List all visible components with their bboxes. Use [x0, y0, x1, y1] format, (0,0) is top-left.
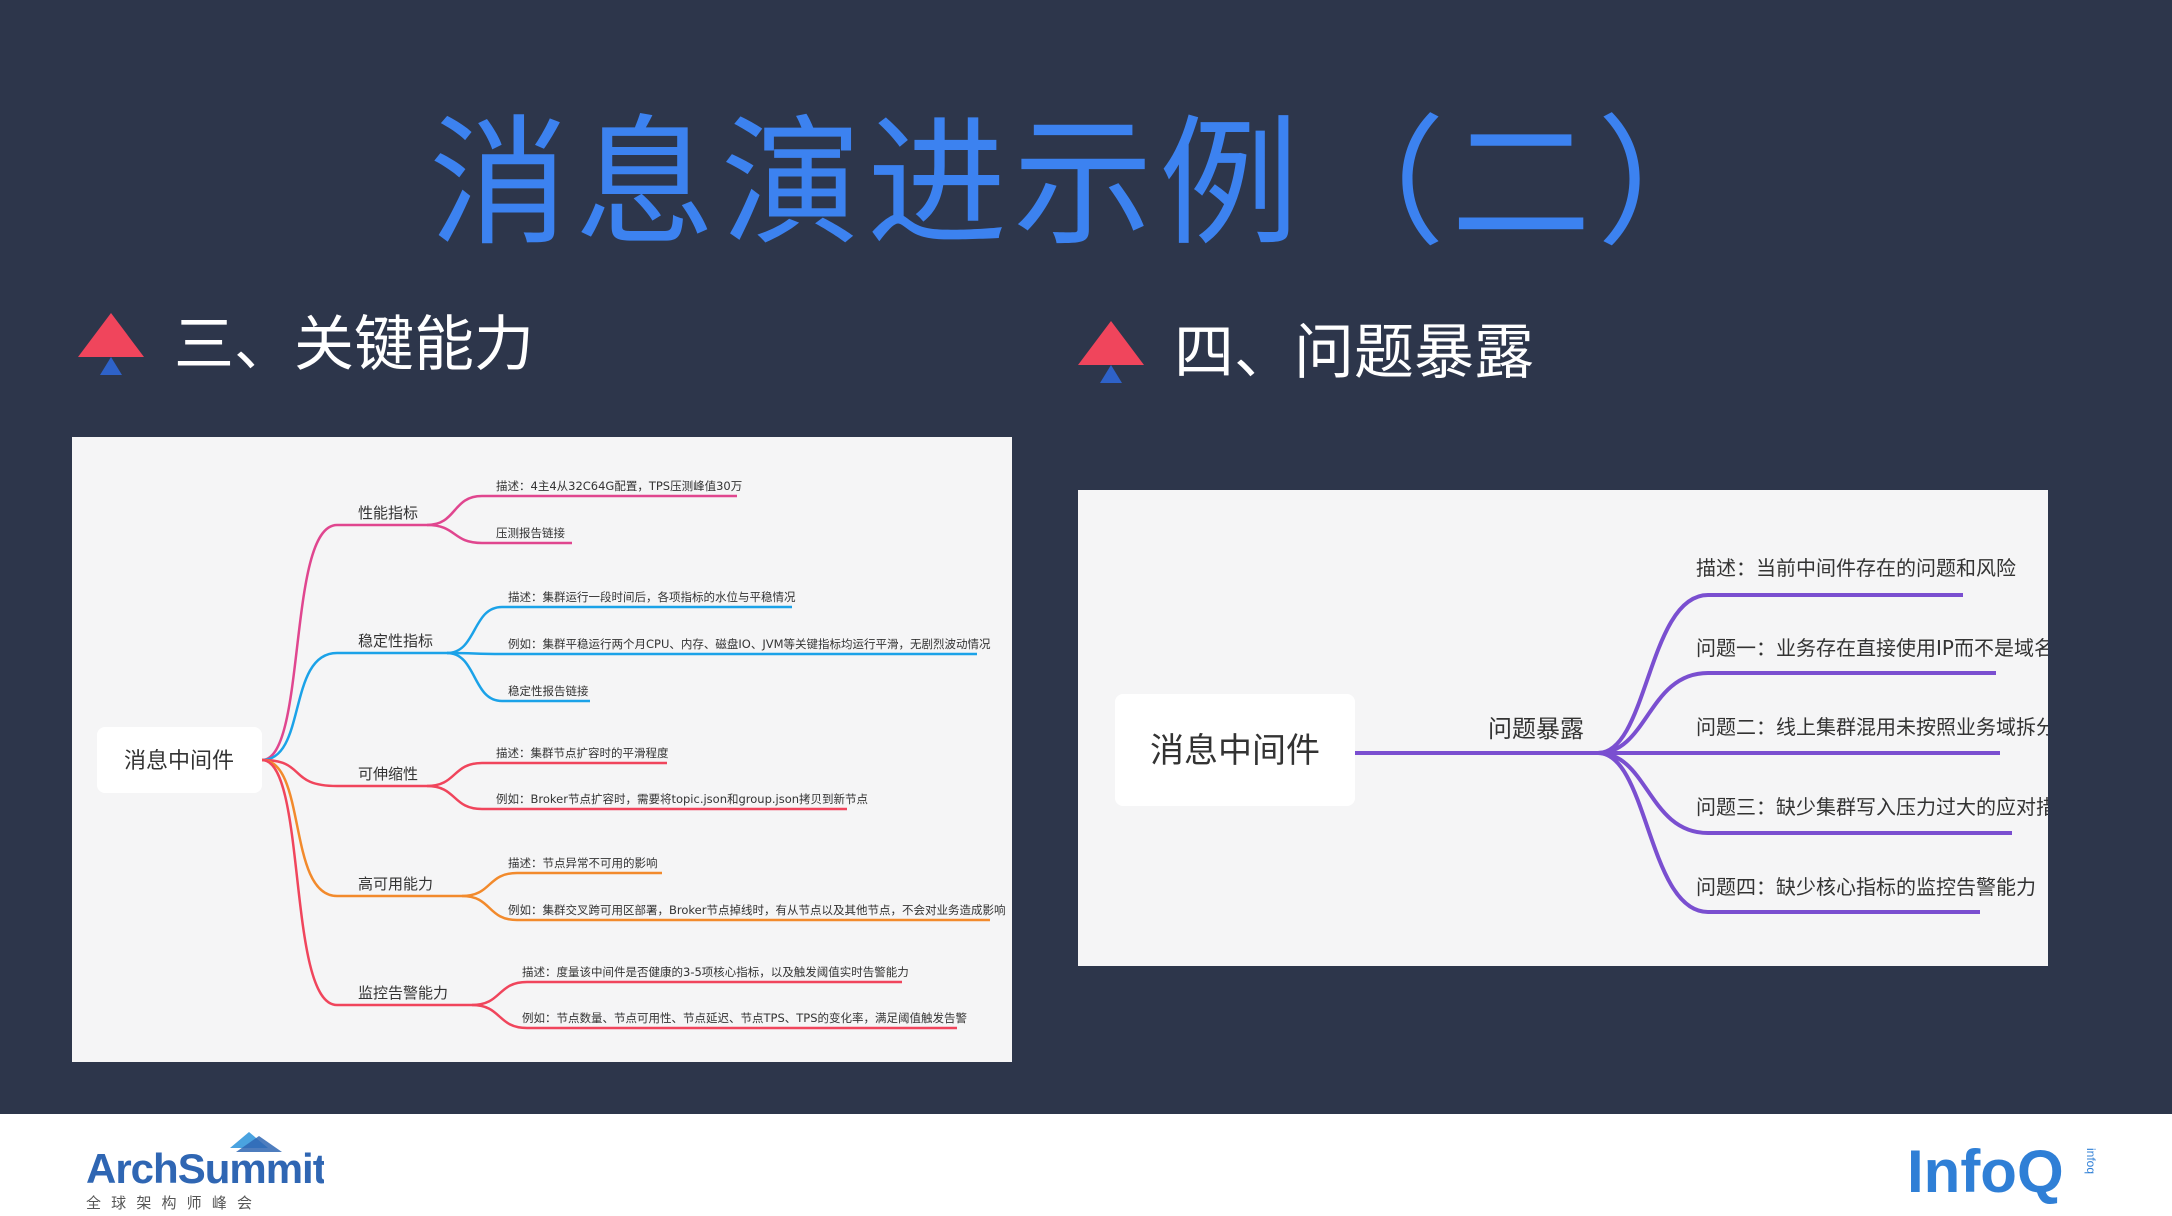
branch-line — [261, 523, 427, 762]
mindmap-root-label: 消息中间件 — [124, 749, 234, 774]
branch-label: 性能指标 — [358, 504, 418, 522]
bullet-triangle-icon — [78, 313, 144, 377]
leaf-label: 描述：当前中间件存在的问题和风险 — [1696, 556, 2016, 580]
infoq-logo: InfoQ infoq — [1905, 1134, 2105, 1205]
leaf-label: 问题一：业务存在直接使用IP而不是域名 — [1696, 636, 2048, 660]
branch-label: 监控告警能力 — [358, 984, 448, 1002]
leaf-label: 例如：节点数量、节点可用性、节点延迟、节点TPS、TPS的变化率，满足阈值触发告… — [522, 1011, 968, 1025]
archsummit-brand: ArchSummit — [86, 1145, 324, 1192]
leaf-label: 稳定性报告链接 — [508, 684, 589, 698]
leaf-label: 问题三：缺少集群写入压力过大的应对措施 — [1696, 795, 2048, 819]
archsummit-subtitle: 全 球 架 构 师 峰 会 — [86, 1194, 255, 1212]
branch-label: 可伸缩性 — [358, 765, 418, 783]
leaf-label: 描述：度量该中间件是否健康的3-5项核心指标，以及触发阈值实时告警能力 — [522, 965, 909, 979]
leaf-line — [426, 784, 847, 811]
leaf-label: 描述：节点异常不可用的影响 — [508, 856, 658, 870]
footer-bar: ArchSummit 全 球 架 构 师 峰 会 InfoQ infoq — [0, 1114, 2172, 1216]
leaf-line — [446, 651, 590, 703]
leaf-label: 压测报告链接 — [496, 526, 565, 540]
leaf-line — [461, 871, 662, 898]
leaf-line — [1597, 751, 2012, 835]
leaf-label: 例如：集群平稳运行两个月CPU、内存、磁盘IO、JVM等关键指标均运行平滑，无剧… — [508, 637, 991, 651]
leaf-line — [471, 1003, 957, 1030]
branch-line — [261, 758, 462, 898]
section-label: 四、问题暴露 — [1174, 318, 1534, 388]
leaf-label: 问题二：线上集群混用未按照业务域拆分 — [1696, 715, 2048, 739]
section-label: 三、关键能力 — [174, 310, 534, 380]
branch-label: 问题暴露 — [1488, 715, 1584, 743]
leaf-label: 描述：集群运行一段时间后，各项指标的水位与平稳情况 — [508, 590, 796, 604]
branch-line — [261, 758, 472, 1007]
mindmap-root-node — [97, 727, 262, 793]
leaf-label: 例如：Broker节点扩容时，需要将topic.json和group.json拷… — [496, 792, 868, 806]
leaf-line — [1597, 593, 1963, 755]
leaf-line — [1597, 671, 1996, 755]
leaf-label: 描述：集群节点扩容时的平滑程度 — [496, 746, 669, 760]
leaf-line — [446, 651, 977, 656]
leaf-line — [426, 761, 667, 788]
infoq-brand: InfoQ — [1907, 1138, 2064, 1204]
mindmap-root-label: 消息中间件 — [1150, 731, 1320, 771]
leaf-line — [461, 894, 990, 922]
problems-mindmap: 消息中间件 问题暴露 描述：当前中间件存在的问题和风险 问题一：业务存在直接使用… — [1078, 490, 2048, 966]
leaf-line — [446, 605, 792, 655]
page-title: 消息演进示例（二） — [428, 103, 1743, 266]
bullet-triangle-icon — [1078, 321, 1144, 385]
leaf-line — [426, 523, 572, 545]
leaf-label: 问题四：缺少核心指标的监控告警能力 — [1696, 875, 2036, 899]
infoq-subtitle: infoq — [2084, 1148, 2098, 1174]
leaf-line — [1597, 751, 1980, 914]
branch-label: 稳定性指标 — [358, 632, 433, 650]
leaf-label: 描述：4主4从32C64G配置，TPS压测峰值30万 — [496, 479, 742, 493]
section-problems: 四、问题暴露 — [1078, 318, 1534, 388]
branch-line — [261, 758, 427, 788]
leaf-line — [471, 980, 902, 1007]
branch-line — [261, 651, 447, 762]
key-capabilities-mindmap: 消息中间件 性能指标 稳定 — [72, 437, 1012, 1062]
mindmap-root-node — [1115, 694, 1355, 806]
leaf-line — [426, 494, 737, 527]
section-key-capabilities: 三、关键能力 — [78, 310, 534, 380]
archsummit-logo: ArchSummit 全 球 架 构 师 峰 会 — [84, 1126, 328, 1212]
leaf-label: 例如：集群交叉跨可用区部署，Broker节点掉线时，有从节点以及其他节点，不会对… — [508, 903, 1005, 917]
branch-label: 高可用能力 — [358, 875, 433, 893]
